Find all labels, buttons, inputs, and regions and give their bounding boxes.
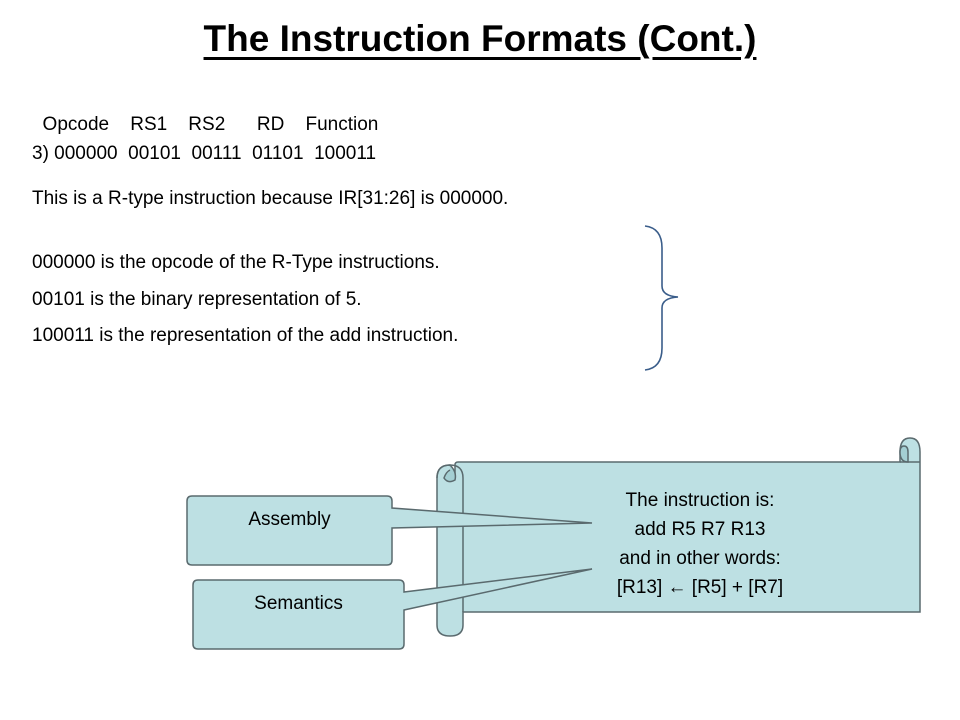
note-function: 100011 is the representation of the add …	[32, 325, 459, 346]
assembly-callout-shape	[186, 495, 593, 566]
semantics-expression: [R5] + [R7]	[686, 577, 784, 598]
scroll-line-3: and in other words:	[619, 548, 781, 569]
explanation-text: This is a R-type instruction because IR[…	[32, 188, 509, 209]
scroll-line-1: The instruction is:	[625, 490, 775, 511]
instruction-bits-row: 3) 000000 00101 00111 01101 100011	[32, 143, 377, 164]
right-brace-icon	[644, 225, 679, 371]
note-opcode: 000000 is the opcode of the R-Type instr…	[32, 252, 440, 273]
assembly-label: Assembly	[248, 509, 331, 530]
page-title: The Instruction Formats (Cont.)	[203, 18, 757, 59]
scroll-line-4: [R13] ← [R5] + [R7]	[540, 573, 860, 602]
semantics-destination: [R13]	[616, 577, 668, 598]
note-register: 00101 is the binary representation of 5.	[32, 289, 362, 310]
semantics-callout-shape	[192, 568, 593, 650]
left-arrow-icon: ←	[667, 577, 687, 598]
scroll-text: The instruction is: add R5 R7 R13 and in…	[540, 486, 860, 602]
scroll-line-2: add R5 R7 R13	[634, 519, 766, 540]
semantics-label: Semantics	[254, 593, 343, 614]
field-header-row: Opcode RS1 RS2 RD Function	[32, 114, 379, 135]
